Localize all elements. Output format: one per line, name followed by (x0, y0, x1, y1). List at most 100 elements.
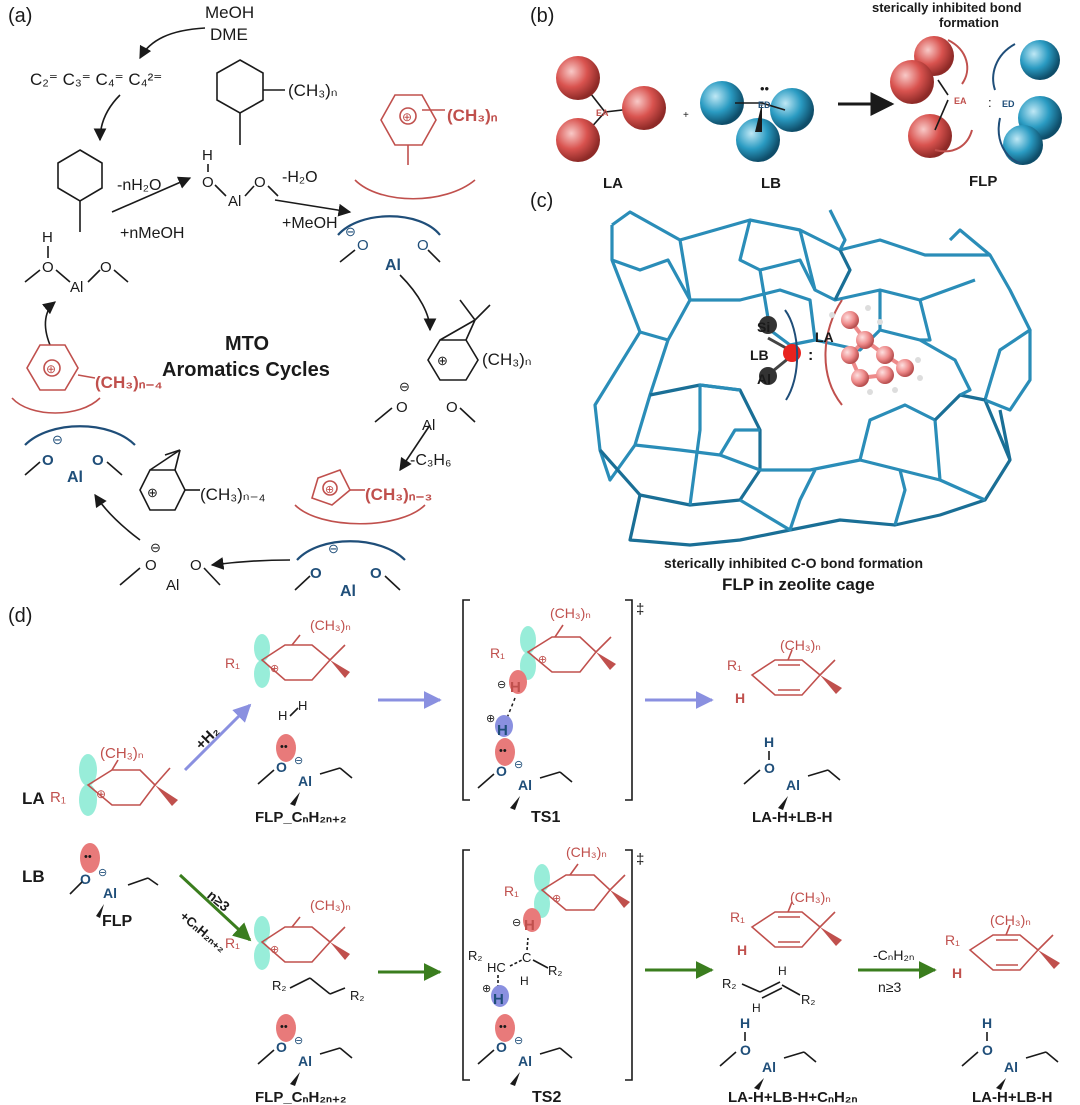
svg-text:R₂: R₂ (801, 992, 815, 1007)
lb-sphere-1 (700, 81, 744, 125)
svg-text:H: H (778, 964, 787, 978)
svg-text:ED: ED (1002, 99, 1015, 109)
svg-text:O: O (190, 557, 202, 574)
svg-text:(CH₃)ₙ₋₃: (CH₃)ₙ₋₃ (365, 485, 432, 504)
svg-text:⊖: ⊖ (345, 224, 356, 239)
svg-text:O: O (145, 557, 157, 574)
svg-text:O: O (982, 1042, 993, 1058)
label-prod-2: LA-H+LB-H+CₙH₂ₙ (728, 1089, 857, 1105)
label-la-d: LA (22, 789, 45, 808)
svg-text:(CH₃)ₙ: (CH₃)ₙ (310, 897, 351, 913)
svg-text:⊖: ⊖ (328, 541, 339, 556)
svg-text:Al: Al (340, 583, 356, 600)
svg-text:⊖: ⊖ (399, 379, 410, 394)
panel-a: MeOH DME C₂⁼ C₃⁼ C₄⁼ C₄²⁼ H O Al O (CH₃)… (11, 3, 532, 600)
label-flp-h2: FLP_CₙH₂ₙ₊₂ (255, 809, 347, 826)
svg-text:⊕: ⊕ (437, 353, 448, 368)
svg-text:O: O (496, 1039, 507, 1055)
step-right-top: -H₂O (282, 169, 318, 186)
carbenium-top-right: ⊕ (CH₃)ₙ (354, 94, 498, 200)
svg-text:Al: Al (786, 777, 800, 793)
label-la: LA (603, 175, 623, 192)
svg-text:••: •• (84, 851, 92, 863)
panel-a-label: (a) (8, 5, 32, 27)
carbenium-left: ⊕ (CH₃)ₙ₋₄ (11, 344, 163, 414)
svg-text:Al: Al (1004, 1059, 1018, 1075)
bicyclic-cation-bottom: ⊕ (CH₃)ₙ₋₄ (139, 449, 266, 511)
svg-text:Al: Al (67, 469, 83, 486)
zeolite-site-right-mid: ⊖ O Al O (374, 379, 476, 434)
svg-text:••: •• (499, 745, 507, 757)
svg-text:Al: Al (103, 885, 117, 901)
panel-b-label: (b) (530, 5, 554, 27)
svg-text:⊖: ⊖ (150, 540, 161, 555)
svg-text:R₁: R₁ (945, 932, 960, 948)
svg-text:⊕: ⊕ (538, 654, 547, 666)
svg-text:+: + (683, 110, 689, 121)
step-right-bot: +MeOH (282, 215, 338, 232)
cycle-title-1: MTO (225, 333, 269, 355)
h2-label: +H₂ (192, 723, 223, 754)
product-3: R₁ (CH₃)ₙ H H O Al LA-H+LB-H (945, 912, 1060, 1105)
svg-text::: : (808, 347, 813, 364)
panel-c: Si LB : Al LA s (593, 209, 1032, 594)
svg-text:LB: LB (750, 347, 769, 363)
label-prod-1: LA-H+LB-H (752, 809, 832, 826)
svg-text:Al: Al (166, 577, 179, 594)
svg-text:R₁: R₁ (727, 657, 742, 673)
ts2: ‡ R₁ ⊕ (CH₃)ₙ H ⊖ R₂ HC C H R₂ H ⊕ (462, 844, 644, 1105)
olefins: C₂⁼ C₃⁼ C₄⁼ C₄²⁼ (30, 70, 162, 89)
label-flp: FLP (969, 173, 997, 190)
svg-text:⊖: ⊖ (294, 1035, 303, 1047)
svg-text:HC: HC (487, 960, 506, 975)
panel-c-label: (c) (530, 190, 553, 212)
svg-text:H: H (497, 722, 508, 739)
label-lb: LB (761, 175, 781, 192)
zeolite-framework (593, 209, 1032, 547)
svg-text:(CH₃)ₙ: (CH₃)ₙ (288, 81, 338, 100)
svg-text:(CH₃)ₙ: (CH₃)ₙ (100, 745, 144, 762)
svg-text:⊕: ⊕ (270, 663, 279, 675)
svg-text:H: H (298, 698, 307, 713)
svg-text:⊕: ⊕ (486, 713, 495, 725)
bas-site-top: H O Al O (202, 147, 279, 210)
svg-text:Al: Al (228, 193, 241, 210)
svg-text:O: O (396, 399, 408, 416)
svg-text:R₂: R₂ (722, 976, 736, 991)
svg-text:R₂: R₂ (468, 948, 482, 963)
svg-text:R₁: R₁ (490, 645, 505, 661)
svg-text:Si: Si (757, 319, 770, 335)
svg-text:O: O (446, 399, 458, 416)
svg-text:EA: EA (954, 96, 967, 106)
olefin-loss: -CₙH₂ₙ (873, 947, 914, 963)
svg-text:H: H (524, 917, 535, 934)
zeolite-anion-bottom: ⊖ O Al O (294, 540, 406, 600)
svg-text:H: H (510, 679, 521, 696)
svg-text:⊕: ⊕ (147, 485, 158, 500)
lb-oxygen-atom (783, 344, 801, 362)
svg-text:⊖: ⊖ (294, 755, 303, 767)
svg-text:(CH₃)ₙ₋₄: (CH₃)ₙ₋₄ (200, 485, 266, 504)
svg-text:⊖: ⊖ (497, 679, 506, 691)
svg-text:⊖: ⊖ (52, 432, 63, 447)
svg-text:Al: Al (518, 1053, 532, 1069)
svg-text:O: O (370, 565, 382, 582)
step-left-top: -nH₂O (117, 177, 161, 194)
svg-text:O: O (42, 259, 54, 276)
svg-text:••: •• (280, 1021, 288, 1033)
svg-text:⊕: ⊕ (402, 110, 412, 124)
svg-text:H: H (752, 1001, 761, 1015)
svg-text:Al: Al (385, 257, 401, 274)
svg-text:O: O (254, 174, 266, 191)
zeolite-anion-left: ⊖ O Al O (24, 425, 136, 486)
al-atom (759, 367, 777, 385)
propene-loss: -C₃H₆ (410, 452, 451, 469)
svg-text:Al: Al (422, 417, 435, 434)
zeolite-site-bottom-center: ⊖ O Al O (119, 540, 221, 594)
olefin-n: n≥3 (878, 979, 901, 995)
svg-text:(CH₃)ₙ: (CH₃)ₙ (310, 617, 351, 633)
svg-text:H: H (520, 974, 529, 988)
svg-text:⊖: ⊖ (98, 867, 107, 879)
label-ts1: TS1 (531, 809, 560, 826)
